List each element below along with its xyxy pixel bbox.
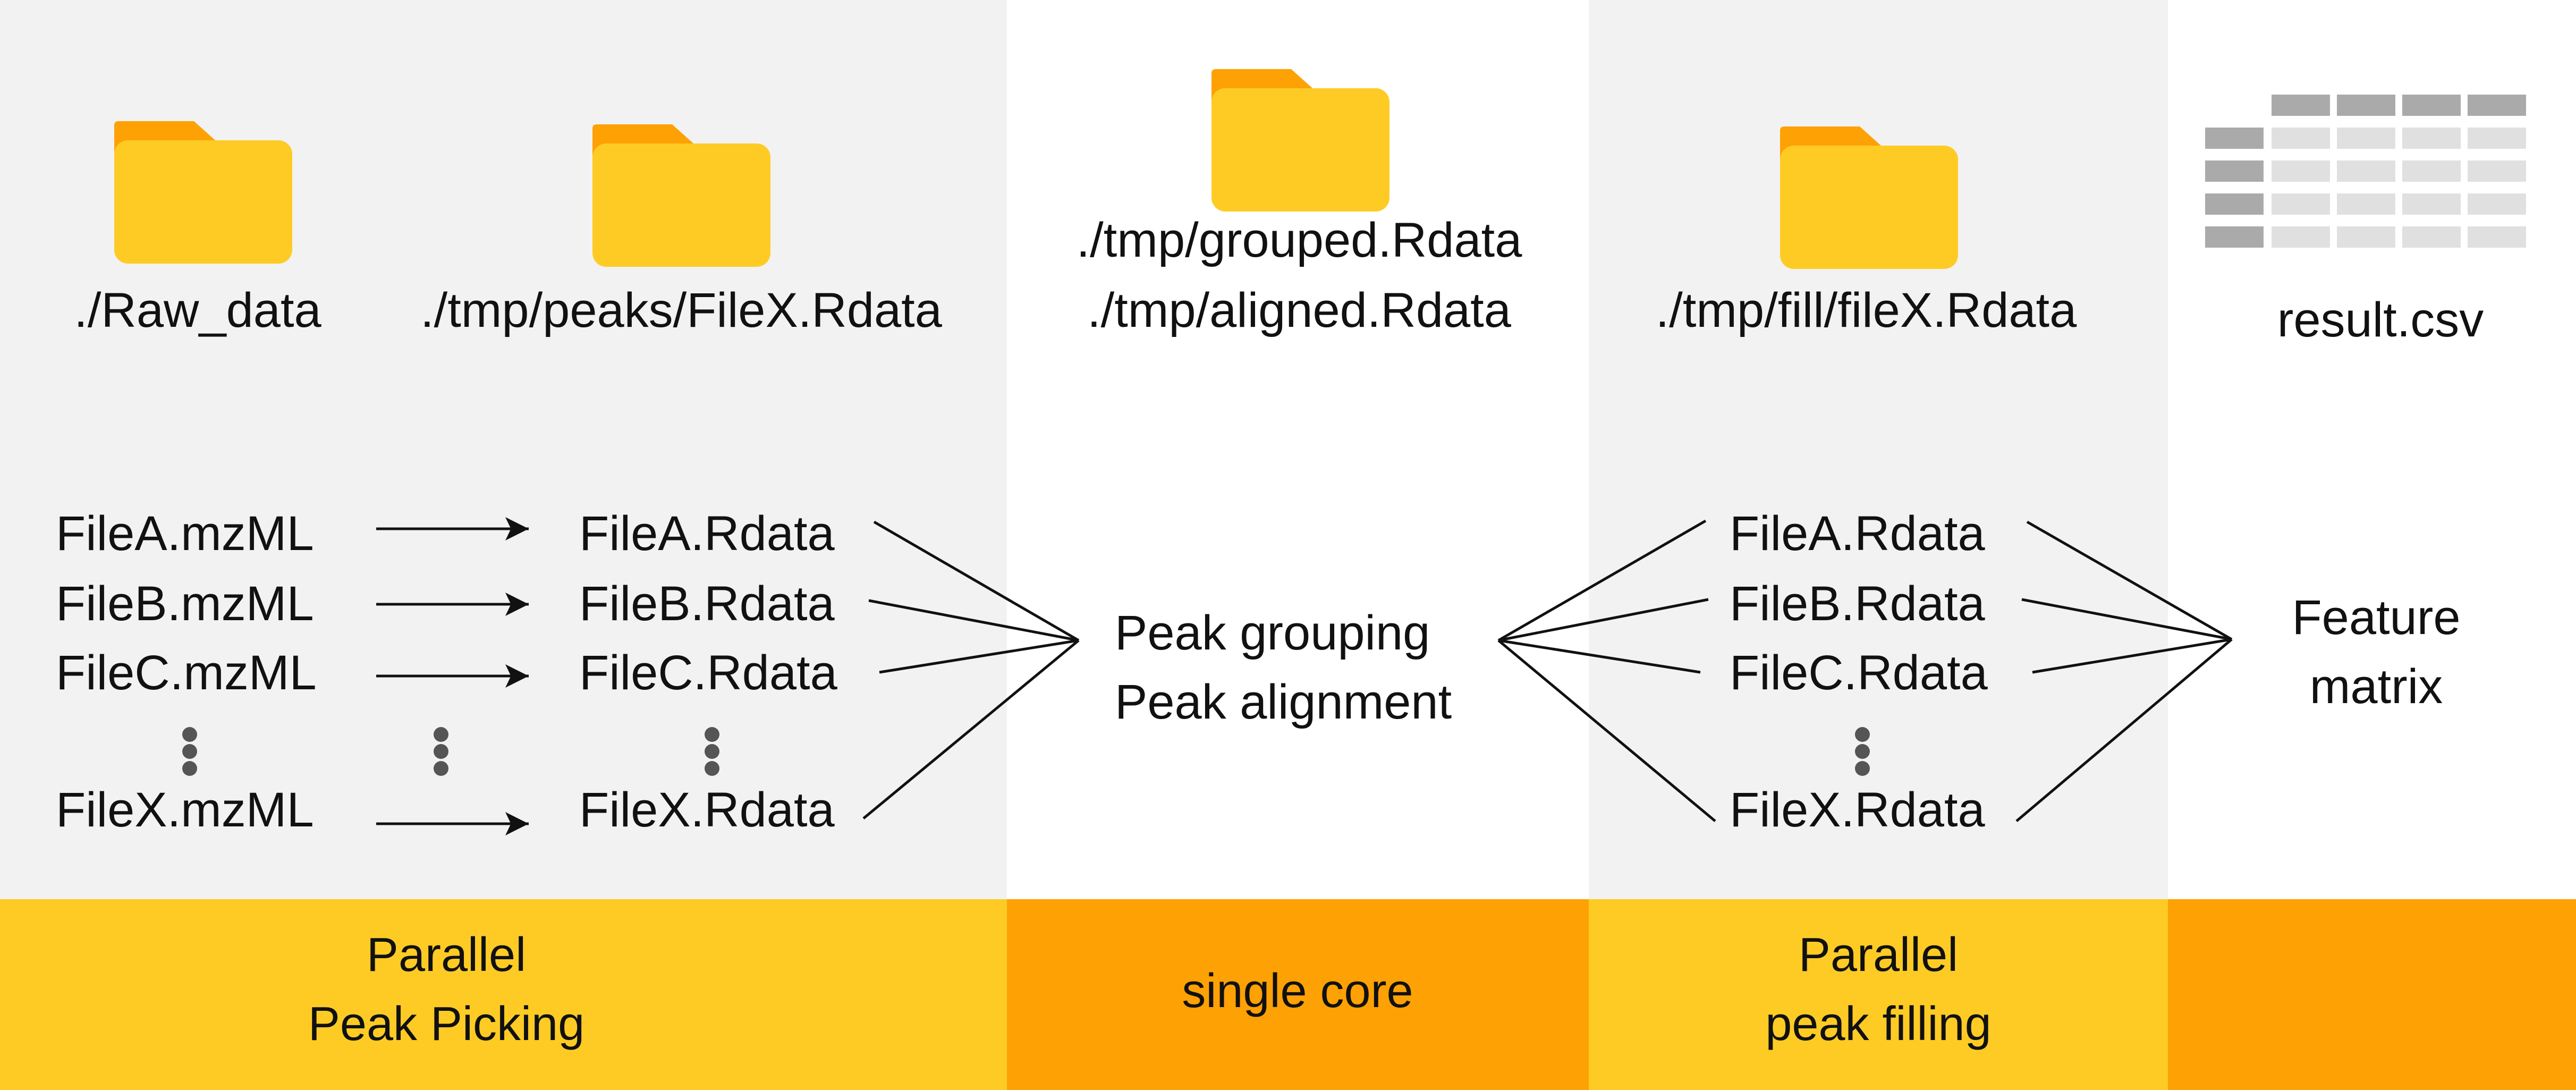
process-peak-alignment: Peak alignment	[1115, 675, 1452, 729]
ellipsis-dots-icon	[182, 727, 197, 776]
fill-folder-label: ./tmp/fill/fileX.Rdata	[1656, 283, 2077, 337]
footer-band-peak-picking	[0, 899, 1007, 1090]
fill-file-c: FileC.Rdata	[1730, 646, 1988, 700]
ellipsis-dots-icon	[434, 727, 448, 776]
ellipsis-dots-icon	[1855, 727, 1870, 776]
input-file-a: FileA.mzML	[56, 506, 314, 561]
output-file-a: FileA.Rdata	[579, 506, 835, 561]
process-peak-grouping: Peak grouping	[1115, 606, 1430, 660]
output-file-c: FileC.Rdata	[579, 646, 838, 700]
footer-parallel-filling-label: Parallel	[1799, 928, 1958, 982]
footer-band-result	[2168, 899, 2576, 1090]
output-file-x: FileX.Rdata	[579, 783, 835, 837]
footer-band-single-core	[1007, 899, 1589, 1090]
input-file-c: FileC.mzML	[56, 646, 317, 700]
footer-peak-filling-label: peak filling	[1765, 998, 1991, 1051]
ellipsis-dots-icon	[705, 727, 719, 776]
fill-file-b: FileB.Rdata	[1730, 577, 1985, 631]
result-file-label: result.csv	[2277, 293, 2484, 347]
result-feature-label: Feature	[2292, 590, 2460, 645]
panel-peak-filling-bg	[1589, 0, 2168, 899]
raw-data-folder-label: ./Raw_data	[74, 283, 321, 337]
folder-icon	[114, 121, 292, 264]
grouped-folder-label: ./tmp/grouped.Rdata	[1077, 213, 1523, 267]
output-file-b: FileB.Rdata	[579, 577, 835, 631]
footer-peak-picking-label: Peak Picking	[308, 998, 584, 1051]
fill-file-a: FileA.Rdata	[1730, 506, 1985, 561]
panel-result-bg	[2168, 0, 2576, 899]
input-file-x: FileX.mzML	[56, 783, 314, 837]
folder-icon	[592, 124, 770, 267]
folder-icon	[1780, 126, 1958, 269]
footer-parallel-label: Parallel	[367, 928, 526, 982]
aligned-folder-label: ./tmp/aligned.Rdata	[1087, 283, 1512, 337]
folder-icon	[1211, 69, 1389, 212]
peaks-folder-label: ./tmp/peaks/FileX.Rdata	[420, 283, 943, 337]
fill-file-x: FileX.Rdata	[1730, 783, 1985, 837]
table-icon	[2205, 95, 2526, 248]
input-file-b: FileB.mzML	[56, 577, 314, 631]
footer-band-peak-filling	[1589, 899, 2168, 1090]
connector-lines-feature	[2015, 520, 2233, 822]
connector-lines-grouping	[862, 520, 1080, 819]
connector-lines-filling	[1497, 519, 1716, 822]
result-matrix-label: matrix	[2310, 660, 2443, 714]
footer-single-core-label: single core	[1182, 965, 1413, 1018]
